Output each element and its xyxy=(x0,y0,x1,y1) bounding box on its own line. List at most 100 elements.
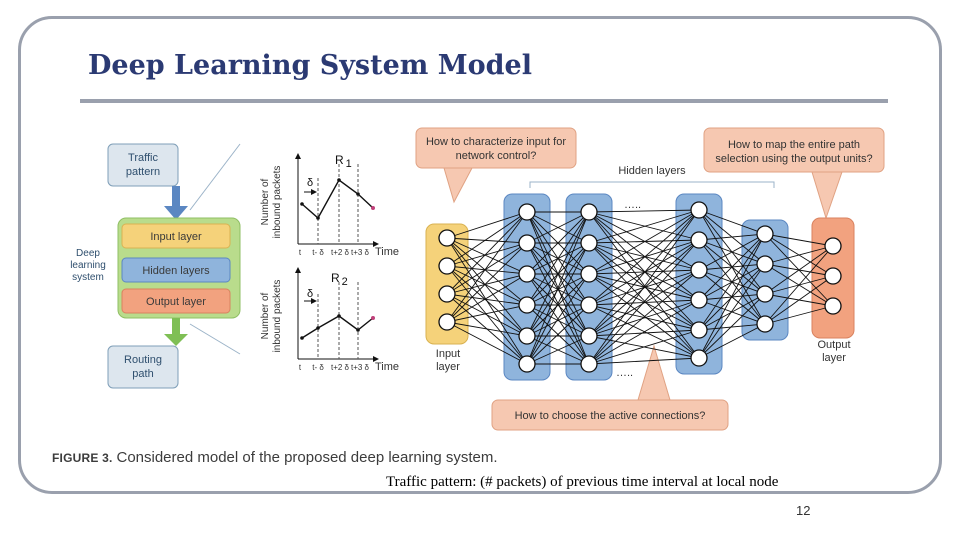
flow-arrow-down-1 xyxy=(172,186,180,208)
title-divider xyxy=(80,99,888,103)
neuron-node xyxy=(824,267,842,285)
neuron-node xyxy=(518,327,536,345)
neuron-node xyxy=(756,255,774,273)
neuron-node xyxy=(518,296,536,314)
network-connection xyxy=(588,273,700,359)
neuron-node xyxy=(580,234,598,252)
input-layer-label: Input layer xyxy=(150,231,202,243)
network-connection xyxy=(588,329,700,337)
network-connection xyxy=(588,211,700,359)
network-connection xyxy=(698,293,766,359)
slide-title: Deep Learning System Model xyxy=(88,50,532,81)
network-neurons xyxy=(438,201,842,373)
plot1-ylabel-line1: Number of xyxy=(260,178,271,225)
callout-input: How to characterize input for network co… xyxy=(415,127,577,204)
figure-caption-label: FIGURE 3. xyxy=(52,451,113,465)
network-connection xyxy=(698,233,766,241)
network-connection xyxy=(588,357,700,365)
network-connection xyxy=(446,273,528,295)
plot1-tick-3: t+3 δ xyxy=(351,248,370,257)
plot2-ylabel-line1: Number of xyxy=(260,292,271,339)
network-connection xyxy=(526,273,590,365)
network-connection xyxy=(526,211,590,244)
routing-path-line1: Routing xyxy=(124,354,162,366)
network-connection xyxy=(446,265,528,306)
routing-path-box xyxy=(107,345,179,389)
figure-caption-text: Considered model of the proposed deep le… xyxy=(116,449,498,466)
callout-connections-text: How to choose the active connections? xyxy=(515,410,706,422)
hidden-layers-box xyxy=(121,257,231,283)
hidden-layers-label: Hidden layers xyxy=(142,265,210,277)
neuron-node xyxy=(756,225,774,243)
network-connection xyxy=(588,269,700,365)
plot2-tick-2: t+2 δ xyxy=(331,363,350,372)
neuron-node xyxy=(580,327,598,345)
network-connection xyxy=(446,265,528,337)
plot1-point xyxy=(316,216,320,220)
hidden-layer-column-1 xyxy=(503,193,551,381)
neuron-node xyxy=(690,261,708,279)
network-connection xyxy=(764,305,834,325)
network-connection xyxy=(446,304,528,323)
neuron-node xyxy=(580,296,598,314)
figure-image: Traffic pattern Input layer Hidden layer… xyxy=(52,114,914,444)
plot2-point xyxy=(356,328,360,332)
network-connection xyxy=(446,211,528,267)
input-layer-box xyxy=(121,223,231,249)
network-connection xyxy=(526,211,590,337)
network-connection xyxy=(588,239,700,337)
network-connection xyxy=(446,237,528,275)
traffic-pattern-note: Traffic pattern: (# packets) of previous… xyxy=(386,474,779,490)
plot1-point xyxy=(300,202,304,206)
plot2-delta-label: δ xyxy=(307,288,313,300)
system-label-line1: Deep xyxy=(76,248,100,259)
network-connections xyxy=(446,209,834,365)
network-connection xyxy=(446,293,528,306)
neuron-node xyxy=(518,234,536,252)
neuron-node xyxy=(580,203,598,221)
hidden-layers-bracket xyxy=(529,181,775,188)
network-connection xyxy=(526,211,590,306)
neuron-node xyxy=(438,313,456,331)
network-connection xyxy=(588,209,700,244)
network-connection xyxy=(446,242,528,267)
network-connection xyxy=(446,265,528,275)
neuron-node xyxy=(438,229,456,247)
callout-input-line1: How to characterize input for xyxy=(426,136,566,148)
network-connection xyxy=(588,299,700,337)
callout-connections: How to choose the active connections? xyxy=(491,344,729,431)
network-connection xyxy=(588,209,700,306)
system-flow: Traffic pattern Input layer Hidden layer… xyxy=(70,143,241,389)
network-connection xyxy=(698,233,766,271)
neural-network-diagram: How to characterize input for network co… xyxy=(415,127,885,431)
plot1-tick-2: t+2 δ xyxy=(331,248,350,257)
network-connection xyxy=(588,269,700,337)
plot2-tick-1: t- δ xyxy=(312,363,324,372)
network-connection xyxy=(526,335,590,365)
network-connection xyxy=(526,273,590,337)
network-connection xyxy=(588,209,700,275)
plot2-ylabel-line2: inbound packets xyxy=(272,280,283,353)
network-connection xyxy=(526,304,590,337)
network-connection xyxy=(764,245,834,295)
neuron-node xyxy=(580,355,598,373)
network-connection xyxy=(446,321,528,365)
neuron-node xyxy=(518,203,536,221)
neuron-node xyxy=(756,315,774,333)
flow-arrowhead-2 xyxy=(164,334,188,346)
ellipsis-bottom: ….. xyxy=(616,367,633,379)
hidden-layer-column-2 xyxy=(565,193,613,381)
plot1-xlabel: Time xyxy=(375,246,399,258)
neuron-node xyxy=(824,297,842,315)
figure-caption: FIGURE 3.Considered model of the propose… xyxy=(52,449,498,466)
network-connection xyxy=(588,209,700,337)
input-layer-caption-line1: Input xyxy=(436,348,460,360)
plot2-tick-t: t xyxy=(299,363,302,372)
routing-path-line2: path xyxy=(132,368,153,380)
network-connection xyxy=(446,237,528,337)
traffic-pattern-line1: Traffic xyxy=(128,152,158,164)
neuron-node xyxy=(438,285,456,303)
